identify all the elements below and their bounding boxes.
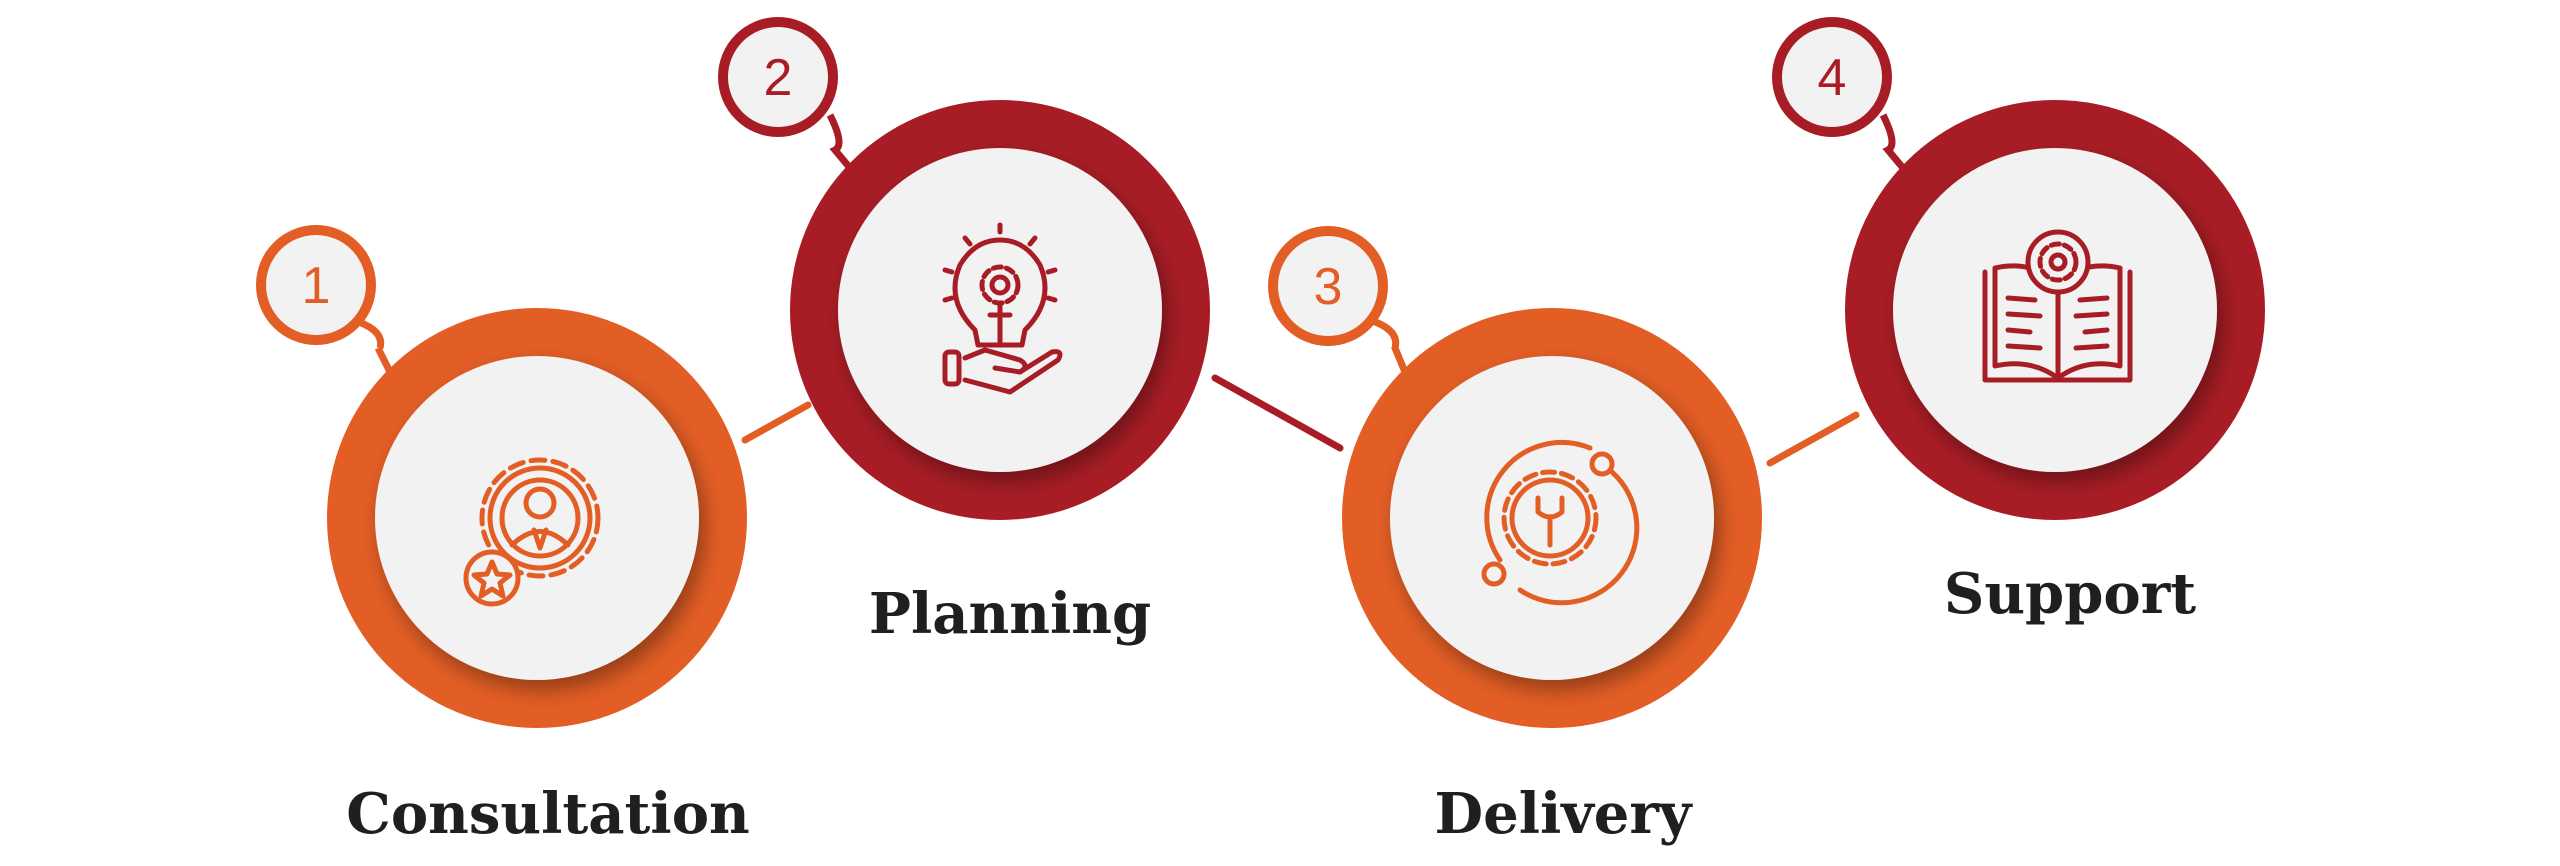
step-4-badge-inner	[1782, 27, 1882, 127]
connector-2-3	[1211, 374, 1344, 452]
step-1: 1	[256, 225, 747, 728]
gear-person-star-icon	[463, 457, 601, 607]
lightbulb-gear-hand-icon	[942, 222, 1063, 395]
step-1-number: 1	[302, 257, 331, 315]
step-3: 3	[1268, 226, 1762, 728]
step-4-inner-circle	[1893, 148, 2217, 472]
step-3-stem	[1368, 316, 1409, 374]
step-2-stem	[826, 113, 853, 171]
step-3-badge-inner	[1278, 236, 1378, 336]
gear-wrench-orbit-icon	[1481, 439, 1640, 606]
step-3-number: 3	[1314, 258, 1343, 316]
step-2-badge-inner	[728, 27, 828, 127]
step-2-label: Planning	[868, 581, 1152, 647]
step-3-label: Delivery	[1434, 781, 1692, 847]
step-4-number: 4	[1818, 49, 1847, 107]
step-1-stem2	[374, 346, 394, 374]
book-gear-icon	[1982, 229, 2133, 383]
step-1-label: Consultation	[346, 781, 750, 847]
step-4: 4	[1772, 17, 2265, 520]
step-1-badge-inner	[266, 235, 366, 335]
step-4-stem	[1879, 113, 1906, 171]
step-2-number: 2	[764, 49, 793, 107]
step-2: 2	[718, 17, 1210, 520]
connector-1-2	[741, 401, 812, 444]
connector-3-4	[1766, 411, 1860, 467]
step-4-label: Support	[1943, 561, 2197, 627]
